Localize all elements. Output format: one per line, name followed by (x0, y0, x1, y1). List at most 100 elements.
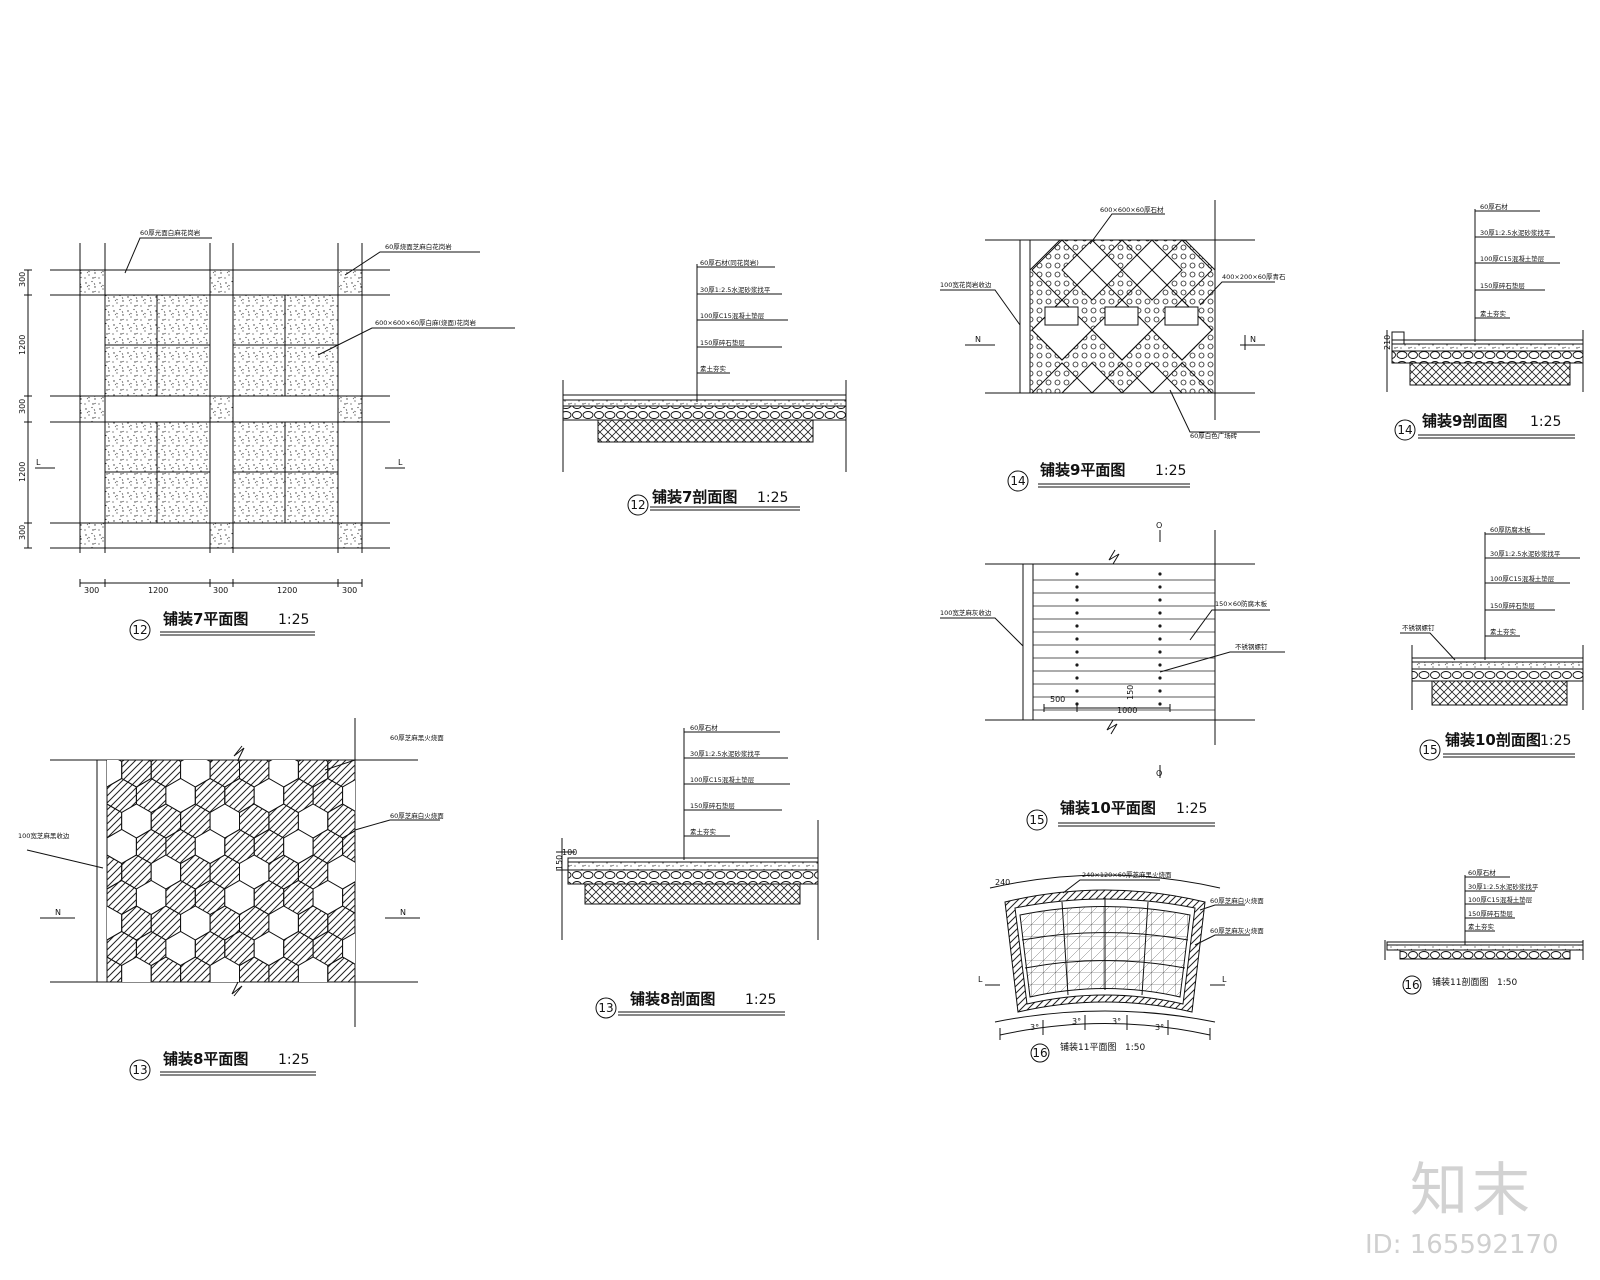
no-13-sec: 13 (598, 1001, 613, 1015)
note-15-1: 100宽芝麻灰收边 (940, 608, 992, 617)
no-14-sec: 14 (1397, 423, 1412, 437)
screw-dot (1075, 689, 1079, 693)
dim-16-4: 3° (1112, 1017, 1121, 1026)
scale-12-sec: 1:25 (757, 490, 788, 506)
dim-12-v4: 1200 (18, 462, 27, 482)
scale-16-sec: 1:50 (1497, 978, 1517, 988)
dim-12-h4: 1200 (277, 586, 297, 595)
screw-dot (1158, 663, 1162, 667)
layer-13-4: 150厚碎石垫层 (690, 801, 735, 810)
layer-12-3: 100厚C15混凝土垫层 (700, 311, 765, 320)
note-16-1: 240×120×60厚芝麻黑火烧面 (1082, 870, 1172, 879)
no-13-plan: 13 (132, 1063, 147, 1077)
layer-13-2: 30厚1:2.5水泥砂浆找平 (690, 749, 761, 758)
dim-12-h3: 300 (213, 586, 228, 595)
screw-dot (1158, 676, 1162, 680)
screw-dot (1075, 585, 1079, 589)
section-12-texts: 60厚石材(同花岗岩) 30厚1:2.5水泥砂浆找平 100厚C15混凝土垫层 … (630, 258, 788, 512)
layer-14-4: 150厚碎石垫层 (1480, 281, 1525, 290)
side-note-15: 不锈钢螺钉 (1402, 623, 1435, 632)
scale-16-plan: 1:50 (1125, 1043, 1145, 1053)
no-15-plan: 15 (1029, 813, 1044, 827)
title-16-sec: 铺装11剖面图 (1432, 976, 1488, 988)
no-12-plan: 12 (132, 623, 147, 637)
title-15-sec: 铺装10剖面图 (1445, 731, 1541, 749)
screw-dot (1158, 702, 1162, 706)
scale-15-sec: 1:25 (1540, 733, 1571, 749)
note-15-2: 150×60防腐木板 (1215, 599, 1268, 608)
cut-13-right: N (400, 908, 406, 917)
layer-12-2: 30厚1:2.5水泥砂浆找平 (700, 285, 771, 294)
screw-dot (1158, 689, 1162, 693)
layer-15-2: 30厚1:2.5水泥砂浆找平 (1490, 549, 1561, 558)
plan-16-texts: 240×120×60厚芝麻黑火烧面 60厚芝麻白火烧面 60厚芝麻灰火烧面 24… (978, 870, 1264, 1063)
no-15-sec: 15 (1422, 743, 1437, 757)
note-14-4: 60厚白色广场砖 (1190, 431, 1238, 440)
layer-14-1: 60厚石材 (1480, 202, 1508, 211)
section-13-paving8 (556, 728, 819, 1019)
layer-12-4: 150厚碎石垫层 (700, 338, 745, 347)
note-13-3: 100宽芝麻黑收边 (18, 831, 70, 840)
cut-12-right: L (398, 458, 403, 467)
title-13-plan: 铺装8平面图 (163, 1050, 248, 1068)
note-12-2: 60厚烧面芝麻白花岗岩 (385, 242, 452, 251)
hex-tile (342, 830, 355, 863)
note-16-2: 60厚芝麻白火烧面 (1210, 896, 1264, 905)
scale-13-plan: 1:25 (278, 1052, 309, 1068)
screw-dot (1075, 637, 1079, 641)
note-15-3: 不锈钢螺钉 (1235, 642, 1268, 651)
dim-13-top: 100 (562, 848, 577, 857)
watermark: 知末 ID: 165592170 (1365, 1156, 1559, 1260)
screw-dot (1158, 624, 1162, 628)
section-14-paving9 (1386, 209, 1584, 441)
layer-13-1: 60厚石材 (690, 723, 718, 732)
layer-16-3: 100厚C15混凝土垫层 (1468, 895, 1533, 904)
watermark-id: ID: 165592170 (1365, 1230, 1559, 1260)
dim-16-3: 3° (1072, 1017, 1081, 1026)
plan-12-texts: 60厚光面白麻花岗岩 60厚烧面芝麻白花岗岩 600×600×60厚白麻(烧面)… (18, 228, 477, 641)
hex-tile (342, 881, 355, 914)
layer-15-3: 100厚C15混凝土垫层 (1490, 574, 1555, 583)
plan-15-paving10 (940, 530, 1285, 778)
layer-13-5: 素土夯实 (690, 827, 717, 836)
dim-15-v: 150 (1126, 685, 1135, 700)
layer-16-1: 60厚石材 (1468, 868, 1496, 877)
cut-15-top: O (1156, 521, 1162, 530)
screw-dot (1075, 572, 1079, 576)
section-16-paving11 (1384, 875, 1584, 995)
scale-12-plan: 1:25 (278, 612, 309, 628)
plan-14-paving9 (940, 200, 1275, 433)
section-14-texts: 60厚石材 30厚1:2.5水泥砂浆找平 100厚C15混凝土垫层 150厚碎石… (1383, 202, 1561, 437)
title-13-sec: 铺装8剖面图 (630, 990, 715, 1008)
cut-14-left: N (975, 335, 981, 344)
title-14-sec: 铺装9剖面图 (1422, 412, 1507, 430)
layer-16-4: 150厚碎石垫层 (1468, 909, 1513, 918)
layer-14-5: 素土夯实 (1480, 309, 1507, 318)
plan-14-texts: 600×600×60厚石材 100宽花岗岩收边 400×200×60厚青石 60… (940, 205, 1286, 492)
hex-tile (342, 779, 355, 812)
plan-15-texts: 100宽芝麻灰收边 150×60防腐木板 不锈钢螺钉 500 1000 150 … (940, 521, 1268, 831)
dim-16-1: 240 (995, 878, 1010, 887)
screw-dot (1158, 611, 1162, 615)
screw-dot (1158, 637, 1162, 641)
dim-14-side: 210 (1383, 335, 1392, 350)
dim-13-side: 150 (555, 855, 564, 870)
screw-dot (1158, 650, 1162, 654)
title-16-plan: 铺装11平面图 (1060, 1041, 1116, 1053)
dim-15-1: 500 (1050, 695, 1065, 704)
screw-dot (1075, 624, 1079, 628)
plan-13-texts: 60厚芝麻黑火烧面 60厚芝麻白火烧面 100宽芝麻黑收边 N N 13 铺装8… (18, 733, 444, 1081)
note-14-1: 600×600×60厚石材 (1100, 205, 1164, 214)
scale-14-plan: 1:25 (1155, 463, 1186, 479)
cut-12-left: L (36, 458, 41, 467)
layer-12-1: 60厚石材(同花岗岩) (700, 258, 759, 267)
cut-13-left: N (55, 908, 61, 917)
note-12-1: 60厚光面白麻花岗岩 (140, 228, 201, 237)
layer-15-4: 150厚碎石垫层 (1490, 601, 1535, 610)
layer-16-5: 素土夯实 (1468, 922, 1495, 931)
no-16-sec: 16 (1404, 978, 1419, 992)
cut-16-right: L (1222, 975, 1227, 984)
plan-13-paving8 (26, 718, 440, 1027)
watermark-logo: 知末 (1410, 1156, 1534, 1224)
